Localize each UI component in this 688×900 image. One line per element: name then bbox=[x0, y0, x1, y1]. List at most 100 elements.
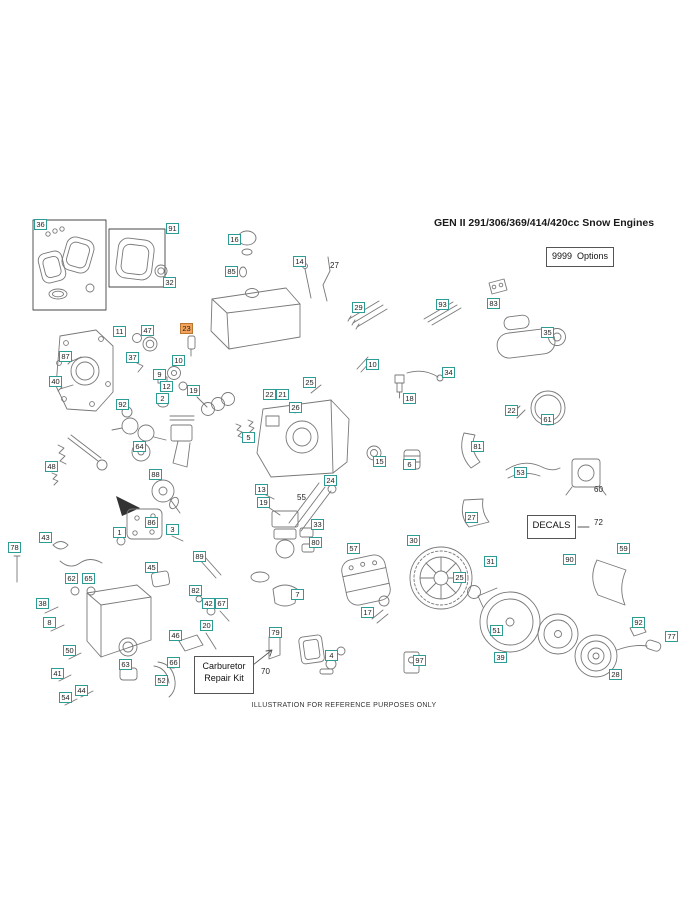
part-callout-29[interactable]: 29 bbox=[352, 302, 365, 313]
piston-rings-illustration bbox=[201, 392, 235, 416]
part-callout-59[interactable]: 59 bbox=[617, 543, 630, 554]
part-callout-19[interactable]: 19 bbox=[187, 385, 200, 396]
part-callout-40[interactable]: 40 bbox=[49, 376, 62, 387]
part-callout-2[interactable]: 2 bbox=[156, 393, 169, 404]
part-callout-24[interactable]: 24 bbox=[324, 475, 337, 486]
part-label-55[interactable]: 55 bbox=[297, 493, 306, 502]
part-callout-30[interactable]: 30 bbox=[407, 535, 420, 546]
part-callout-6[interactable]: 6 bbox=[403, 459, 416, 470]
seal-ring-illustration bbox=[154, 264, 168, 278]
part-callout-19[interactable]: 19 bbox=[257, 497, 270, 508]
part-callout-20[interactable]: 20 bbox=[200, 620, 213, 631]
part-callout-66[interactable]: 66 bbox=[167, 657, 180, 668]
part-callout-7[interactable]: 7 bbox=[291, 589, 304, 600]
head-bolts-illustration bbox=[288, 482, 332, 532]
part-callout-38[interactable]: 38 bbox=[36, 598, 49, 609]
part-callout-31[interactable]: 31 bbox=[484, 556, 497, 567]
part-callout-34[interactable]: 34 bbox=[442, 367, 455, 378]
part-callout-17[interactable]: 17 bbox=[361, 607, 374, 618]
part-callout-25[interactable]: 25 bbox=[303, 377, 316, 388]
part-callout-5[interactable]: 5 bbox=[242, 432, 255, 443]
part-callout-12[interactable]: 12 bbox=[160, 381, 173, 392]
part-callout-21[interactable]: 21 bbox=[276, 389, 289, 400]
part-callout-33[interactable]: 33 bbox=[311, 519, 324, 530]
part-callout-57[interactable]: 57 bbox=[347, 543, 360, 554]
part-callout-35[interactable]: 35 bbox=[541, 327, 554, 338]
part-callout-4[interactable]: 4 bbox=[325, 650, 338, 661]
part-label-60[interactable]: 60 bbox=[594, 485, 603, 494]
part-callout-8[interactable]: 8 bbox=[43, 617, 56, 628]
rod-illustration bbox=[13, 555, 21, 583]
decals-link-box[interactable]: DECALS bbox=[527, 515, 576, 539]
part-callout-92[interactable]: 92 bbox=[116, 399, 129, 410]
part-callout-61[interactable]: 61 bbox=[541, 414, 554, 425]
part-callout-27[interactable]: 27 bbox=[465, 512, 478, 523]
part-callout-46[interactable]: 46 bbox=[169, 630, 182, 641]
part-callout-97[interactable]: 97 bbox=[413, 655, 426, 666]
part-callout-22[interactable]: 22 bbox=[263, 389, 276, 400]
part-callout-44[interactable]: 44 bbox=[75, 685, 88, 696]
part-callout-53[interactable]: 53 bbox=[514, 467, 527, 478]
part-callout-54[interactable]: 54 bbox=[59, 692, 72, 703]
part-label-27[interactable]: 27 bbox=[330, 261, 339, 270]
part-callout-13[interactable]: 13 bbox=[255, 484, 268, 495]
part-callout-67[interactable]: 67 bbox=[215, 598, 228, 609]
part-callout-26[interactable]: 26 bbox=[289, 402, 302, 413]
part-callout-91[interactable]: 91 bbox=[166, 223, 179, 234]
part-callout-64[interactable]: 64 bbox=[133, 441, 146, 452]
part-callout-45[interactable]: 45 bbox=[145, 562, 158, 573]
part-callout-3[interactable]: 3 bbox=[166, 524, 179, 535]
part-callout-39[interactable]: 39 bbox=[494, 652, 507, 663]
options-link-box[interactable]: 9999 Options bbox=[546, 247, 614, 267]
part-callout-25[interactable]: 25 bbox=[453, 572, 466, 583]
part-callout-77[interactable]: 77 bbox=[665, 631, 678, 642]
part-callout-52[interactable]: 52 bbox=[155, 675, 168, 686]
part-callout-51[interactable]: 51 bbox=[490, 625, 503, 636]
part-callout-42[interactable]: 42 bbox=[202, 598, 215, 609]
part-callout-1[interactable]: 1 bbox=[113, 527, 126, 538]
part-callout-22[interactable]: 22 bbox=[505, 405, 518, 416]
part-callout-28[interactable]: 28 bbox=[609, 669, 622, 680]
part-callout-50[interactable]: 50 bbox=[63, 645, 76, 656]
part-callout-78[interactable]: 78 bbox=[8, 542, 21, 553]
part-callout-83[interactable]: 83 bbox=[487, 298, 500, 309]
part-callout-79[interactable]: 79 bbox=[269, 627, 282, 638]
part-callout-87[interactable]: 87 bbox=[59, 351, 72, 362]
part-callout-65[interactable]: 65 bbox=[82, 573, 95, 584]
part-callout-32[interactable]: 32 bbox=[163, 277, 176, 288]
part-callout-85[interactable]: 85 bbox=[225, 266, 238, 277]
part-callout-86[interactable]: 86 bbox=[145, 517, 158, 528]
part-callout-92[interactable]: 92 bbox=[632, 617, 645, 628]
part-callout-93[interactable]: 93 bbox=[436, 299, 449, 310]
control-bracket-illustration bbox=[178, 632, 217, 652]
part-callout-90[interactable]: 90 bbox=[563, 554, 576, 565]
part-callout-63[interactable]: 63 bbox=[119, 659, 132, 670]
part-callout-23[interactable]: 23 bbox=[180, 323, 193, 334]
part-callout-48[interactable]: 48 bbox=[45, 461, 58, 472]
part-callout-9[interactable]: 9 bbox=[153, 369, 166, 380]
part-callout-88[interactable]: 88 bbox=[149, 469, 162, 480]
part-callout-10[interactable]: 10 bbox=[366, 359, 379, 370]
part-callout-14[interactable]: 14 bbox=[293, 256, 306, 267]
part-callout-15[interactable]: 15 bbox=[373, 456, 386, 467]
part-callout-62[interactable]: 62 bbox=[65, 573, 78, 584]
part-callout-89[interactable]: 89 bbox=[193, 551, 206, 562]
part-callout-47[interactable]: 47 bbox=[141, 325, 154, 336]
part-label-72[interactable]: 72 bbox=[594, 518, 603, 527]
part-callout-11[interactable]: 11 bbox=[113, 326, 126, 337]
piston-illustration bbox=[169, 415, 195, 468]
part-callout-81[interactable]: 81 bbox=[471, 441, 484, 452]
part-callout-82[interactable]: 82 bbox=[189, 585, 202, 596]
cylinder-shield-illustration bbox=[461, 432, 481, 469]
carburetor-repair-kit-box[interactable]: Carburetor Repair Kit bbox=[194, 656, 254, 694]
part-callout-16[interactable]: 16 bbox=[228, 234, 241, 245]
part-label-70[interactable]: 70 bbox=[261, 667, 270, 676]
part-callout-43[interactable]: 43 bbox=[39, 532, 52, 543]
part-callout-80[interactable]: 80 bbox=[309, 537, 322, 548]
part-callout-10[interactable]: 10 bbox=[172, 355, 185, 366]
part-callout-37[interactable]: 37 bbox=[126, 352, 139, 363]
clamp-illustration bbox=[52, 541, 69, 550]
part-callout-41[interactable]: 41 bbox=[51, 668, 64, 679]
part-callout-36[interactable]: 36 bbox=[34, 219, 47, 230]
part-callout-18[interactable]: 18 bbox=[403, 393, 416, 404]
